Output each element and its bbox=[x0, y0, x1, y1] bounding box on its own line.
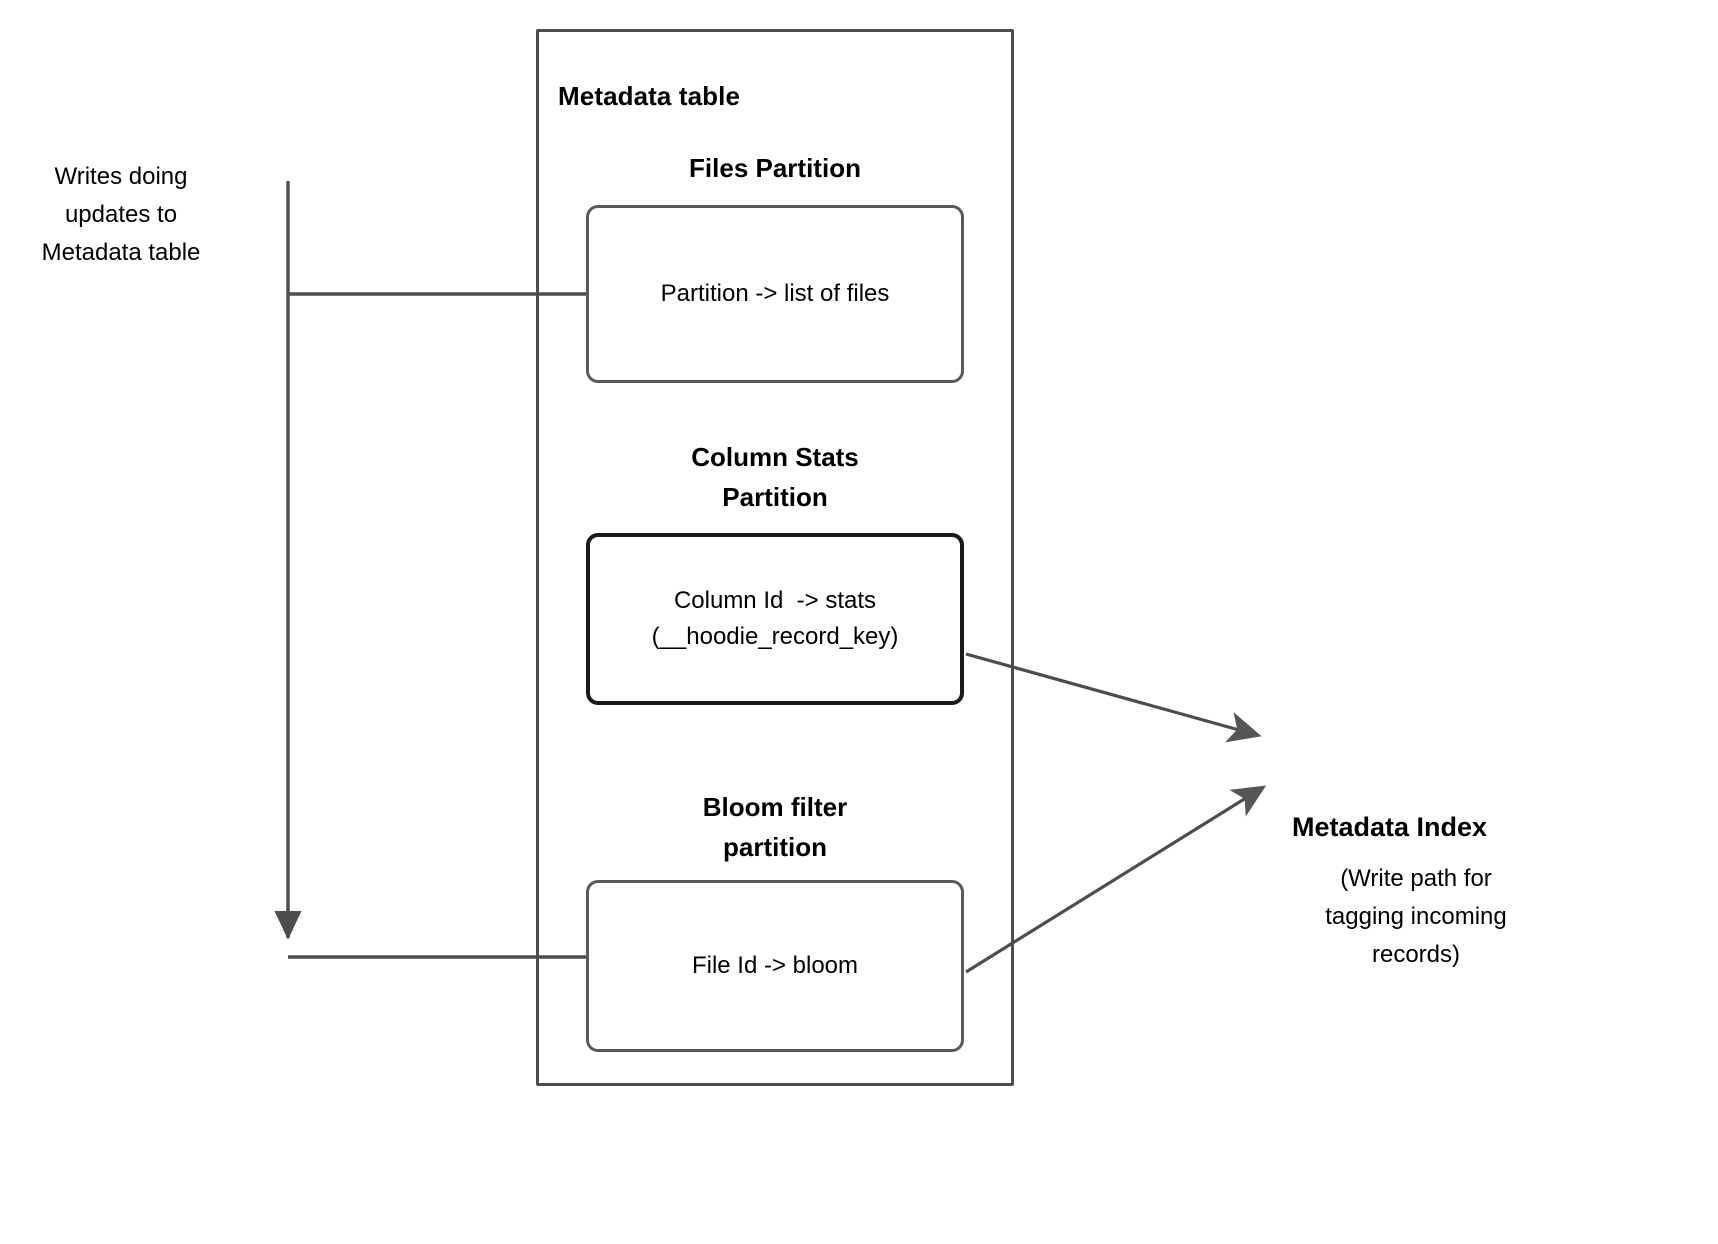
metadata-table-container bbox=[536, 29, 1014, 1086]
bloom-filter-partition-heading-line-2: partition bbox=[723, 832, 827, 862]
column-stats-partition-heading-line-2: Partition bbox=[722, 482, 828, 512]
metadata-index-subtitle-line-2: tagging incoming bbox=[1325, 903, 1507, 930]
metadata-index-subtitle-line-3: records) bbox=[1371, 941, 1461, 968]
metadata-index-title: Metadata Index bbox=[1292, 812, 1488, 842]
files-partition-heading-line-1: Files Partition bbox=[689, 153, 861, 183]
metadata-table-title: Metadata table bbox=[558, 81, 741, 111]
writes-caption-line-1: Writes doing bbox=[54, 163, 188, 190]
column-stats-partition-box[interactable]: Column Id -> stats (__hoodie_record_key) bbox=[586, 533, 964, 705]
writes-caption-line-2: updates to bbox=[64, 201, 178, 228]
metadata-index-subtitle-line-1: (Write path for bbox=[1340, 865, 1492, 892]
metadata-index-subtitle: (Write path for tagging incoming records… bbox=[1292, 860, 1540, 974]
bloom-filter-partition-heading: Bloom filter partition bbox=[536, 787, 1014, 867]
column-stats-partition-heading-line-1: Column Stats bbox=[691, 442, 859, 472]
column-stats-partition-box-line-2: (__hoodie_record_key) bbox=[651, 623, 899, 650]
files-partition-heading: Files Partition bbox=[536, 148, 1014, 188]
files-partition-box-line-1: Partition -> list of files bbox=[660, 280, 890, 307]
files-partition-box[interactable]: Partition -> list of files bbox=[586, 205, 964, 383]
bloom-filter-partition-box[interactable]: File Id -> bloom bbox=[586, 880, 964, 1052]
column-stats-partition-box-line-1: Column Id -> stats bbox=[673, 587, 877, 614]
column-stats-partition-heading: Column Stats Partition bbox=[536, 437, 1014, 517]
bloom-filter-partition-box-line-1: File Id -> bloom bbox=[691, 952, 859, 979]
writes-caption-line-3: Metadata table bbox=[41, 239, 201, 266]
writes-caption: Writes doing updates to Metadata table bbox=[10, 158, 232, 272]
bloom-filter-partition-heading-line-1: Bloom filter bbox=[702, 792, 848, 822]
